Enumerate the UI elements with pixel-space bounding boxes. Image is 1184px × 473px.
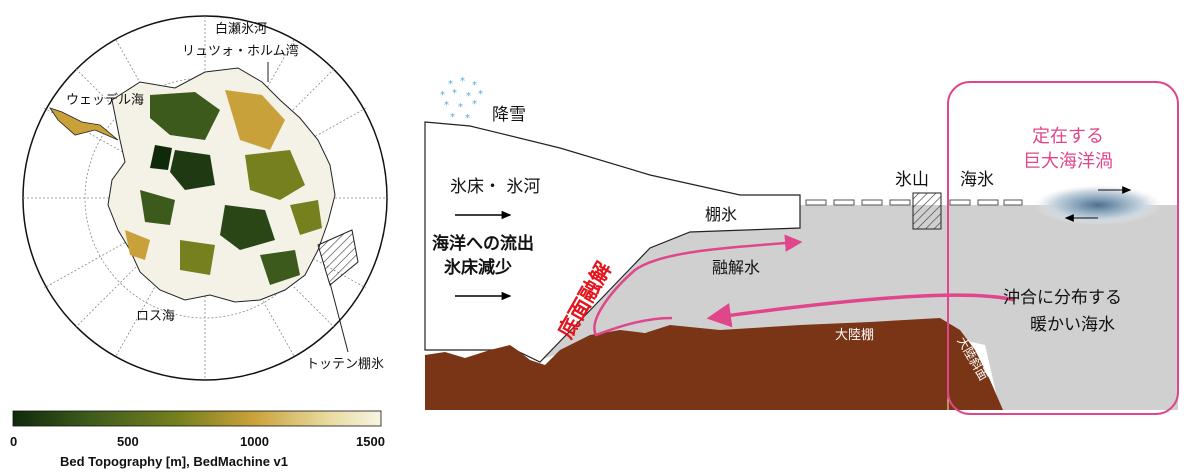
label-ice-sheet-glacier: 氷床・ 氷河: [450, 177, 540, 197]
totten-ice-shelf-region: [317, 229, 359, 286]
totten-pointer: [329, 282, 349, 353]
ice-ocean-cross-section: *** **** *** ** 降雪 氷床・ 氷河 海洋への流出 氷床減少 棚氷…: [424, 76, 1179, 415]
label-weddell-sea: ウェッデル海: [66, 92, 144, 108]
colorbar-tick-0: 0: [10, 434, 17, 449]
colorbar-tick-1000: 1000: [240, 434, 269, 449]
label-warm-water-line2: 暖かい海水: [1030, 315, 1115, 335]
label-iceberg: 氷山: [895, 170, 929, 190]
label-lutzow-holm-bay: リュツォ・ホルム湾: [182, 43, 299, 59]
label-sea-ice: 海氷: [960, 170, 994, 190]
label-ice-shelf: 棚氷: [705, 205, 737, 224]
label-eddy-line2: 巨大海洋渦: [1023, 151, 1113, 172]
warm-water-arrow: [706, 293, 1016, 328]
svg-text:*: *: [440, 90, 445, 101]
label-totten-ice-shelf: トッテン棚氷: [306, 357, 384, 372]
meltwater-arrow: [593, 234, 803, 337]
ocean-eddy: [1034, 185, 1162, 225]
colorbar-gradient: [12, 410, 382, 427]
sea-ice-floes: [805, 199, 1023, 206]
colorbar-title: Bed Topography [m], BedMachine v1: [60, 454, 288, 469]
svg-text:*: *: [466, 91, 471, 102]
label-ice-loss: 氷床減少: [444, 257, 512, 278]
peninsula-shape: [49, 107, 119, 141]
svg-text:*: *: [448, 79, 453, 90]
svg-text:*: *: [478, 89, 483, 100]
svg-text:*: *: [460, 76, 465, 87]
bedrock-shape: [425, 318, 1003, 410]
label-eddy-line1: 定在する: [1032, 126, 1104, 147]
topography-patches: [125, 90, 322, 285]
label-warm-water-line1: 沖合に分布する: [1003, 288, 1122, 308]
snowfall-icon: *** **** *** **: [440, 76, 483, 124]
label-ocean-outflow: 海洋への流出: [432, 233, 534, 254]
label-shirase-glacier: 白瀬氷河: [215, 21, 267, 37]
svg-text:*: *: [472, 99, 477, 110]
svg-text:*: *: [465, 113, 470, 124]
colorbar-tick-500: 500: [117, 434, 139, 449]
label-ross-sea: ロス海: [136, 309, 175, 324]
svg-text:*: *: [452, 88, 457, 99]
colorbar-tick-1500: 1500: [356, 434, 385, 449]
svg-text:*: *: [444, 100, 449, 111]
antarctica-map: 白瀬氷河 リュツォ・ホルム湾 ウェッデル海 ロス海 トッテン棚氷: [22, 15, 388, 381]
svg-text:*: *: [472, 80, 477, 91]
label-meltwater: 融解水: [712, 258, 760, 277]
ocean-body: [540, 205, 1178, 410]
svg-text:*: *: [450, 112, 455, 123]
iceberg: [912, 192, 942, 230]
label-continental-shelf: 大陸棚: [835, 327, 874, 343]
eddy-highlight-box: [947, 81, 1179, 415]
svg-text:*: *: [458, 102, 463, 113]
colorbar: 0 500 1000 1500 Bed Topography [m], BedM…: [10, 410, 385, 469]
label-snowfall: 降雪: [492, 105, 526, 125]
